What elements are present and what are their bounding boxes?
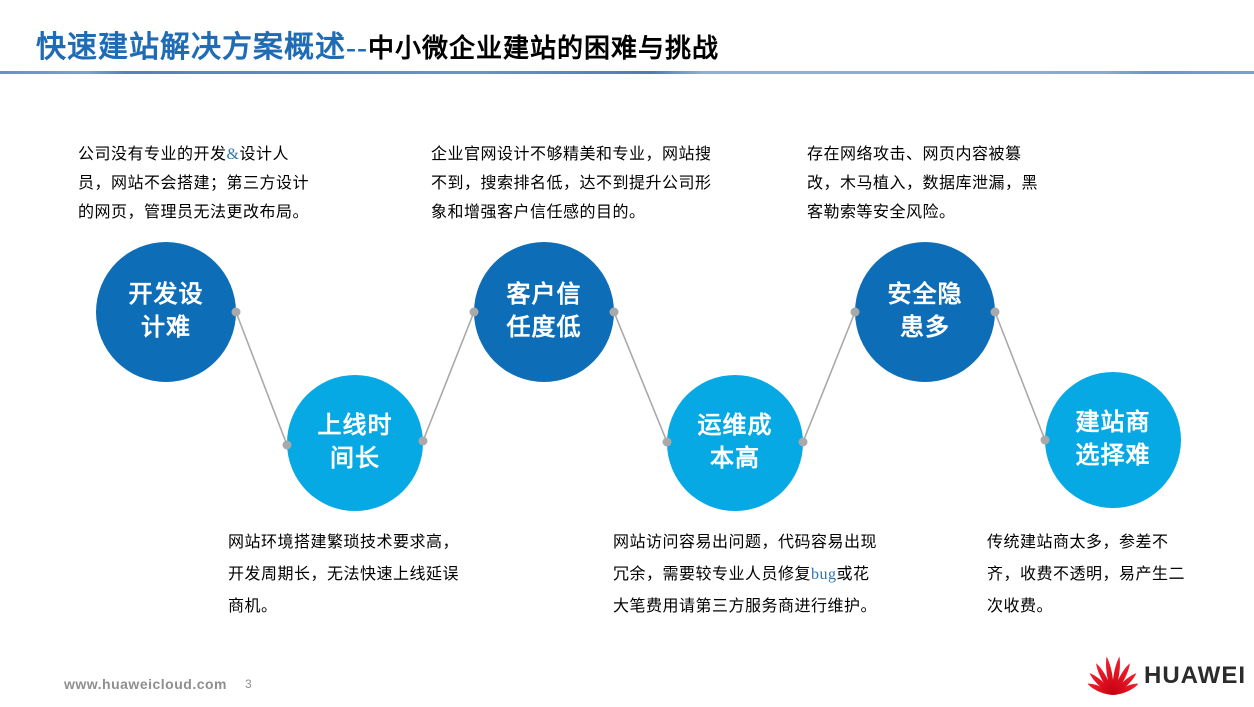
- circle-label-line: 患多: [900, 315, 950, 341]
- circle-label-line: 运维成: [697, 413, 773, 439]
- note-line: 冗余，需要较专业人员修复bug或花: [613, 559, 877, 591]
- circle-label-line: 客户信: [506, 282, 582, 308]
- page-number: 3: [245, 677, 252, 691]
- challenge-circle-launch-time: 上线时间长: [287, 375, 423, 511]
- note-line: 改，木马植入，数据库泄漏，黑: [807, 175, 1039, 192]
- note-line: 开发周期长，无法快速上线延误: [228, 566, 460, 583]
- circle-label-line: 本高: [710, 446, 760, 472]
- note-line: 网站环境搭建繁琐技术要求高，: [228, 534, 460, 551]
- note-line: 大笔费用请第三方服务商进行维护。: [613, 598, 878, 615]
- note-vendor: 传统建站商太多，参差不 齐，收费不透明，易产生二 次收费。: [987, 527, 1185, 623]
- circle-label-line: 选择难: [1075, 443, 1151, 469]
- note-text: 或花: [836, 566, 870, 583]
- huawei-logo: HUAWEI: [1088, 648, 1246, 703]
- page-title-rest: 中小微企业建站的困难与挑战: [367, 34, 719, 63]
- note-line: 存在网络攻击、网页内容被篡: [807, 146, 1022, 163]
- note-text: 冗余，需要较专业人员修复: [613, 566, 812, 583]
- circle-label-line: 安全隐: [887, 282, 963, 308]
- note-security: 存在网络攻击、网页内容被篡 改，木马植入，数据库泄漏，黑 客勒索等安全风险。: [807, 140, 1038, 227]
- huawei-flower-icon: [1088, 656, 1138, 695]
- huawei-logo-text: HUAWEI: [1144, 661, 1246, 689]
- note-line: 次收费。: [987, 598, 1054, 615]
- footer-url: www.huaweicloud.com: [64, 676, 228, 692]
- page-title-highlight: 快速建站解决方案概述--: [36, 31, 368, 64]
- challenge-circle-vendor-choice: 建站商选择难: [1045, 372, 1181, 508]
- challenge-circle-customer-trust: 客户信任度低: [474, 242, 614, 382]
- circle-label-line: 间长: [330, 446, 380, 472]
- note-line: 的网页，管理员无法更改布局。: [78, 204, 310, 221]
- note-text: 公司没有专业的开发: [78, 146, 227, 163]
- note-dev-design: 公司没有专业的开发&设计人 员，网站不会搭建；第三方设计 的网页，管理员无法更改…: [78, 140, 309, 227]
- note-text: 设计人: [239, 146, 289, 163]
- challenge-circle-security-risk: 安全隐患多: [855, 242, 995, 382]
- note-text-highlight: &: [226, 146, 240, 163]
- circle-label-line: 建站商: [1075, 410, 1151, 436]
- note-text-highlight: bug: [811, 566, 837, 583]
- note-maintenance: 网站访问容易出问题，代码容易出现 冗余，需要较专业人员修复bug或花 大笔费用请…: [613, 527, 877, 623]
- note-line: 齐，收费不透明，易产生二: [987, 566, 1186, 583]
- challenge-circle-ops-cost: 运维成本高: [667, 375, 803, 511]
- note-line: 公司没有专业的开发&设计人: [78, 140, 309, 169]
- title-underline: [0, 71, 1254, 74]
- note-line: 商机。: [228, 598, 278, 615]
- circle-label-line: 计难: [141, 315, 191, 341]
- note-line: 不到，搜索排名低，达不到提升公司形: [431, 175, 712, 192]
- note-line: 企业官网设计不够精美和专业，网站搜: [431, 146, 712, 163]
- circle-label-line: 任度低: [506, 315, 582, 341]
- note-line: 客勒索等安全风险。: [807, 204, 956, 221]
- challenge-circle-dev-design: 开发设计难: [96, 242, 236, 382]
- note-line: 象和增强客户信任感的目的。: [431, 204, 646, 221]
- circle-label-line: 开发设: [128, 282, 204, 308]
- note-environment: 网站环境搭建繁琐技术要求高， 开发周期长，无法快速上线延误 商机。: [228, 527, 459, 623]
- page-title: 快速建站解决方案概述--中小微企业建站的困难与挑战: [36, 22, 719, 66]
- circle-label-line: 上线时: [317, 413, 393, 439]
- note-trust: 企业官网设计不够精美和专业，网站搜 不到，搜索排名低，达不到提升公司形 象和增强…: [431, 140, 712, 227]
- note-line: 员，网站不会搭建；第三方设计: [78, 175, 310, 192]
- note-line: 传统建站商太多，参差不: [987, 534, 1169, 551]
- note-line: 网站访问容易出问题，代码容易出现: [613, 534, 878, 551]
